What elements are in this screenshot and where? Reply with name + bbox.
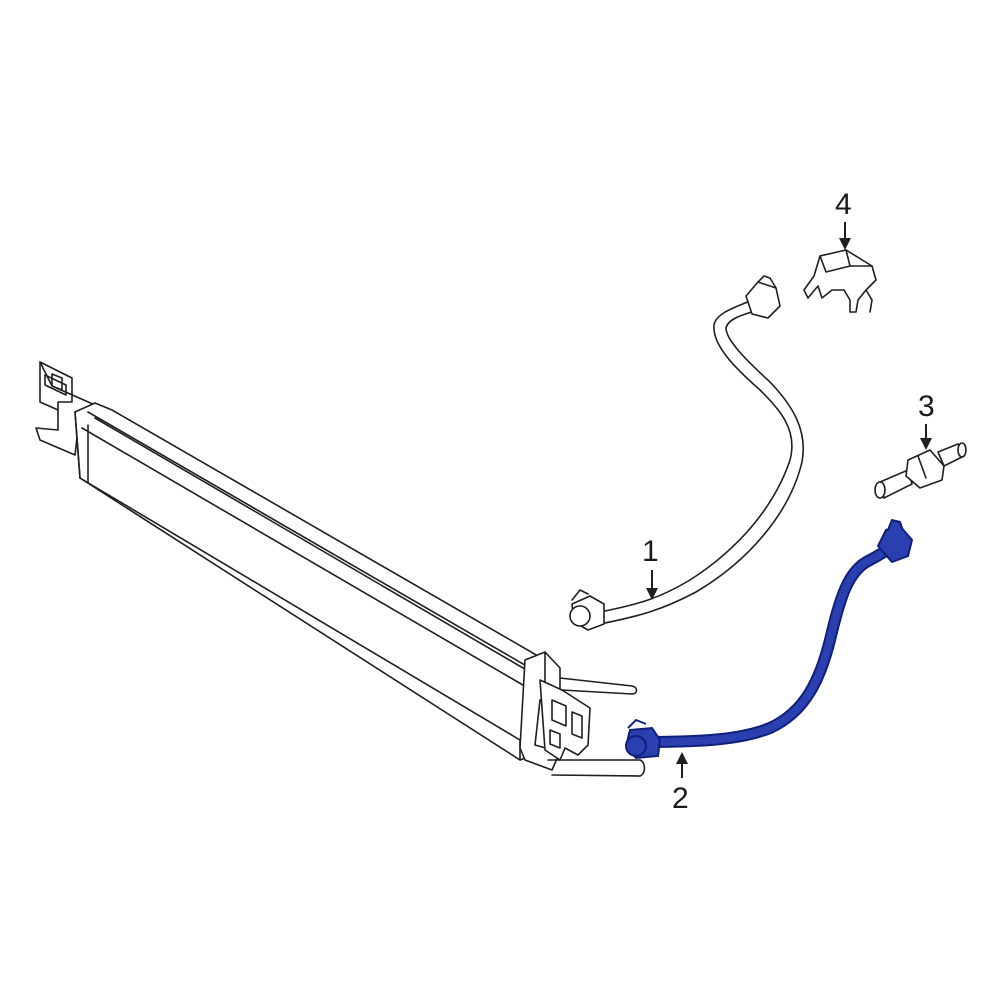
callout-1: 1 <box>642 535 659 600</box>
upper-cooler-line <box>569 275 804 631</box>
lower-cooler-line <box>624 518 914 760</box>
callout-2: 2 <box>672 752 689 815</box>
callout-label-3: 3 <box>918 390 935 423</box>
callout-label-2: 2 <box>672 782 689 815</box>
callout-4: 4 <box>835 188 852 250</box>
retaining-clip <box>803 249 877 313</box>
callout-label-4: 4 <box>835 188 852 221</box>
connector-fitting <box>874 442 967 499</box>
oil-cooler <box>35 361 646 777</box>
callout-label-1: 1 <box>642 535 659 568</box>
callout-3: 3 <box>918 390 935 450</box>
